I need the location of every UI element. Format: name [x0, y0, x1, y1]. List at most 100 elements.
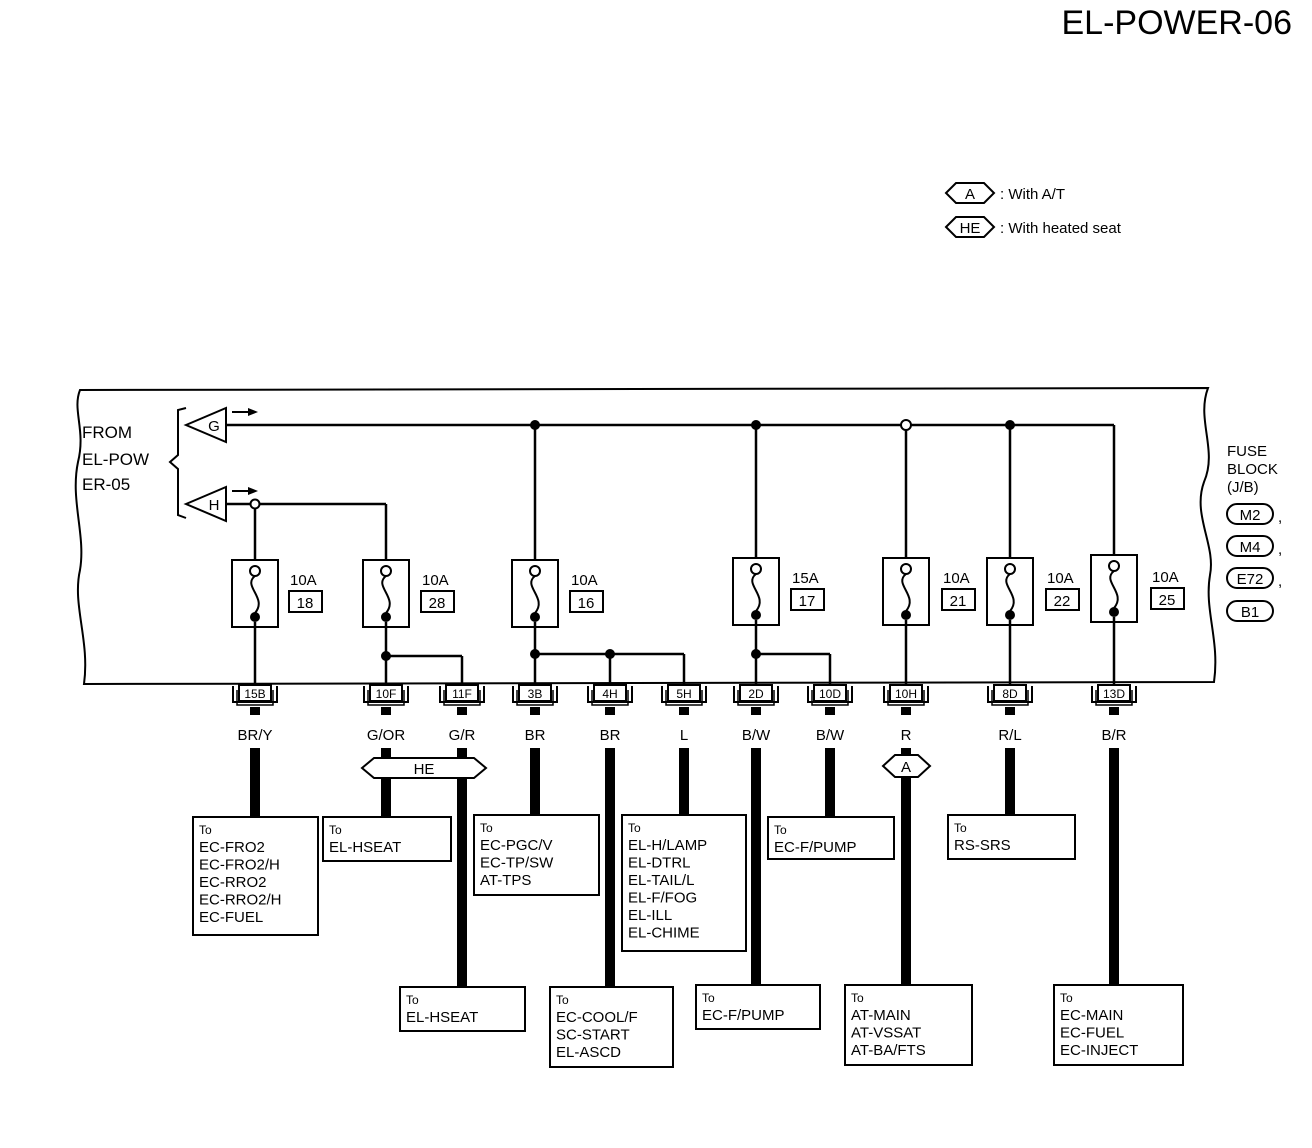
destination-item: EC-INJECT [1060, 1042, 1138, 1059]
svg-text:M2: M2 [1240, 507, 1261, 524]
svg-text:,: , [1278, 509, 1282, 526]
wire-color: G/OR [367, 727, 406, 744]
svg-text:,: , [1278, 573, 1282, 590]
destination-item: EL-HSEAT [406, 1009, 478, 1026]
legend: A : With A/T HE : With heated seat [944, 182, 1122, 238]
svg-text:FUSE: FUSE [1227, 443, 1267, 460]
wire-color: R [901, 727, 912, 744]
terminal-id: 5H [676, 687, 691, 701]
terminal-id: 10H [895, 687, 917, 701]
terminal-5h: 5HL [661, 684, 707, 814]
svg-text:BLOCK: BLOCK [1227, 461, 1278, 478]
destination-item: AT-TPS [480, 872, 531, 889]
svg-text:,: , [1278, 541, 1282, 558]
svg-text:H: H [209, 497, 220, 514]
destination-item: EC-RRO2 [199, 874, 267, 891]
fuse-16: 10A 16 [511, 559, 604, 628]
destination-item: EL-TAIL/L [628, 872, 694, 889]
terminal-id: 11F [452, 687, 472, 701]
fuse-number: 22 [1054, 593, 1071, 610]
fuse-21: 10A 21 [882, 557, 976, 626]
fuse-amp: 10A [1047, 570, 1074, 587]
option-he: HE [360, 757, 488, 779]
wire-color: BR/Y [237, 727, 272, 744]
destination-item: EL-CHIME [628, 925, 700, 942]
destination-to: To [851, 991, 864, 1005]
terminal-2d: 2D B/W [733, 684, 779, 986]
svg-text:M4: M4 [1240, 539, 1261, 556]
svg-text:(J/B): (J/B) [1227, 479, 1259, 496]
option-a: A [881, 754, 932, 778]
fuse-amp: 10A [1152, 569, 1179, 586]
terminal-id: 2D [748, 687, 764, 701]
destination-item: EC-RRO2/H [199, 892, 282, 909]
destination-item: EC-FUEL [199, 909, 263, 926]
svg-text:B1: B1 [1241, 604, 1259, 621]
destination-item: EC-FUEL [1060, 1025, 1124, 1042]
destination-box: ToEL-H/LAMPEL-DTRLEL-TAIL/LEL-F/FOGEL-IL… [621, 814, 747, 952]
legend-item-he: HE : With heated seat [944, 216, 1122, 238]
svg-text:ER-05: ER-05 [82, 475, 130, 494]
from-bracket [168, 407, 187, 519]
connector-b1: B1 [1226, 600, 1274, 622]
destination-item: EC-MAIN [1060, 1007, 1123, 1024]
connector-e72: E72 , [1226, 567, 1282, 590]
destination-to: To [556, 993, 569, 1007]
destination-item: EC-F/PUMP [702, 1007, 785, 1024]
destination-item: AT-BA/FTS [851, 1042, 926, 1059]
destination-item: AT-VSSAT [851, 1025, 921, 1042]
fuse-amp: 10A [571, 572, 598, 589]
svg-text:HE: HE [414, 761, 435, 778]
terminal-id: 10F [376, 687, 397, 701]
destination-item: EL-H/LAMP [628, 837, 707, 854]
destination-item: RS-SRS [954, 837, 1011, 854]
legend-symbol: HE [960, 220, 981, 237]
fuse-block-outline [74, 386, 1217, 686]
from-label: FROM EL-POW ER-05 [82, 423, 149, 494]
terminal-8d: 8D R/L [987, 684, 1033, 814]
terminal-id: 13D [1103, 687, 1125, 701]
terminal-id: 4H [602, 687, 617, 701]
fuse-18: 10A 18 [231, 559, 323, 628]
terminal-10h: 10H R [883, 684, 929, 986]
fuse-number: 18 [297, 595, 314, 612]
destinations: ToEC-FRO2EC-FRO2/HEC-RRO2EC-RRO2/HEC-FUE… [192, 814, 1184, 1068]
terminal-10f: 10F G/OR [363, 684, 409, 818]
destination-item: SC-START [556, 1027, 630, 1044]
wire-color: BR [600, 727, 621, 744]
fuse-number: 25 [1159, 592, 1176, 609]
wire-color: R/L [998, 727, 1021, 744]
legend-text: : With A/T [1000, 186, 1065, 203]
destination-to: To [628, 821, 641, 835]
fuse-number: 21 [950, 593, 967, 610]
fuse-amp: 15A [792, 570, 819, 587]
fuse-28: 10A 28 [362, 559, 455, 628]
terminal-15b: 15B BR/Y [232, 684, 278, 818]
fuse-number: 17 [799, 593, 816, 610]
terminal-id: 10D [819, 687, 841, 701]
wire-color: B/W [742, 727, 771, 744]
terminal-id: 15B [244, 687, 265, 701]
terminal-id: 8D [1002, 687, 1018, 701]
destination-item: EL-DTRL [628, 855, 691, 872]
destination-item: EC-F/PUMP [774, 839, 857, 856]
destination-item: EL-HSEAT [329, 839, 401, 856]
bus-wires [226, 419, 1116, 560]
fuse-22: 10A 22 [986, 557, 1080, 626]
fuse-amp: 10A [943, 570, 970, 587]
terminal-10d: 10D B/W [807, 684, 853, 820]
fuse-amp: 10A [422, 572, 449, 589]
connector-list: M2 , M4 , E72 , B1 [1226, 503, 1282, 622]
terminal-4h: 4H BR [587, 684, 633, 986]
wire-color: B/W [816, 727, 845, 744]
